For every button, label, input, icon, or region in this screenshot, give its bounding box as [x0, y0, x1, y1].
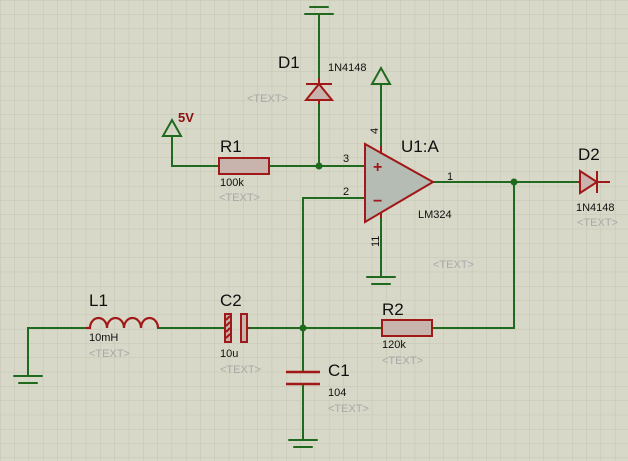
c2-value: 10u — [220, 348, 238, 360]
r2-ref: R2 — [382, 300, 404, 319]
wire-l1-gnd — [27, 327, 87, 375]
r2-symbol — [381, 319, 433, 337]
c1-symbol — [286, 370, 320, 386]
r2-value: 120k — [382, 339, 406, 351]
ground-left — [13, 375, 43, 384]
d2-symbol — [578, 169, 610, 195]
junctions — [299, 162, 518, 332]
power-5v-arrow — [161, 117, 183, 137]
u1-text: <TEXT> — [433, 259, 474, 271]
u1-minus: − — [373, 193, 382, 210]
wire-5v — [171, 135, 219, 167]
r2-text: <TEXT> — [382, 355, 423, 367]
junction-d1-r1 — [315, 162, 323, 170]
d1-ref: D1 — [278, 53, 300, 72]
c1-value: 104 — [328, 387, 346, 399]
u1-pin-1: 1 — [447, 171, 453, 183]
u1-plus: + — [373, 159, 382, 176]
u1-symbol — [364, 142, 436, 224]
l1-text: <TEXT> — [89, 348, 130, 360]
ground-top — [304, 6, 334, 15]
r1-value: 100k — [220, 177, 244, 189]
c2-symbol — [224, 313, 250, 343]
c2-ref: C2 — [220, 291, 242, 310]
d1-value: 1N4148 — [328, 62, 367, 74]
r1-symbol — [218, 157, 270, 175]
power-5v-label: 5V — [178, 110, 194, 125]
d2-value: 1N4148 — [576, 202, 615, 214]
junction-output — [510, 178, 518, 186]
u1-pin-4: 4 — [369, 128, 381, 134]
junction-node — [299, 324, 307, 332]
u1-value: LM324 — [418, 209, 452, 221]
wire-feedback — [432, 181, 515, 329]
c2-text: <TEXT> — [220, 364, 261, 376]
u1-pin-2: 2 — [343, 186, 349, 198]
c1-ref: C1 — [328, 361, 350, 380]
l1-value: 10mH — [89, 332, 118, 344]
r1-ref: R1 — [220, 137, 242, 156]
wires — [27, 13, 579, 439]
ground-opamp — [366, 276, 396, 285]
wire-inv-input — [302, 197, 366, 329]
r1-text: <TEXT> — [219, 192, 260, 204]
l1-ref: L1 — [89, 291, 108, 310]
l1-symbol — [86, 316, 160, 330]
power-vcc-arrow — [370, 65, 392, 85]
u1-pin-11: 11 — [370, 236, 382, 247]
d2-text: <TEXT> — [577, 217, 618, 229]
ground-c1 — [288, 439, 318, 448]
d1-symbol — [303, 78, 335, 104]
c1-text: <TEXT> — [328, 403, 369, 415]
d2-ref: D2 — [578, 145, 600, 164]
u1-ref: U1:A — [401, 137, 439, 156]
d1-text: <TEXT> — [247, 93, 288, 105]
u1-pin-3: 3 — [343, 153, 349, 165]
